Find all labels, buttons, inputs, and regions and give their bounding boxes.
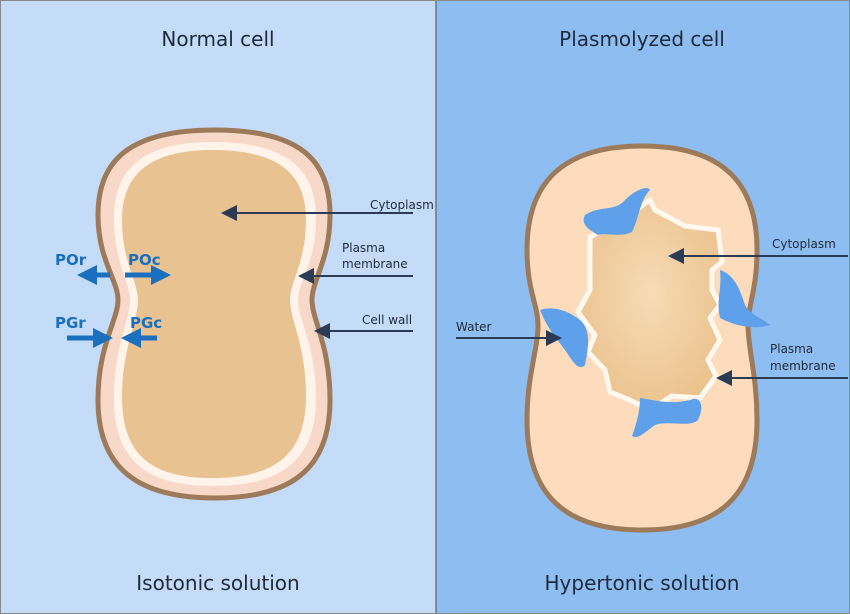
pgc-label: PGc (130, 314, 162, 332)
plasmolyzed-cell-title: Plasmolyzed cell (559, 27, 725, 51)
plasma-label: Plasma (342, 241, 385, 255)
cytoplasm-label-right: Cytoplasm (772, 237, 836, 251)
plasma-label-right: Plasma (770, 342, 813, 356)
isotonic-solution-label: Isotonic solution (136, 571, 299, 595)
water-label: Water (456, 320, 492, 334)
membrane-label-right: membrane (770, 359, 836, 373)
normal-cell-title: Normal cell (161, 27, 274, 51)
poc-label: POc (128, 251, 161, 269)
cytoplasm (122, 150, 306, 478)
plasmolyzed-cytoplasm (575, 197, 725, 413)
water-droplets-icon (540, 188, 770, 438)
por-label: POr (55, 251, 87, 269)
hypertonic-solution-label: Hypertonic solution (545, 571, 740, 595)
pgr-label: PGr (55, 314, 86, 332)
membrane-label: membrane (342, 257, 408, 271)
cell-wall-label: Cell wall (362, 313, 412, 327)
plasmolyzed-cell (524, 143, 770, 533)
cytoplasm-label: Cytoplasm (370, 198, 434, 212)
normal-cell (95, 127, 333, 501)
